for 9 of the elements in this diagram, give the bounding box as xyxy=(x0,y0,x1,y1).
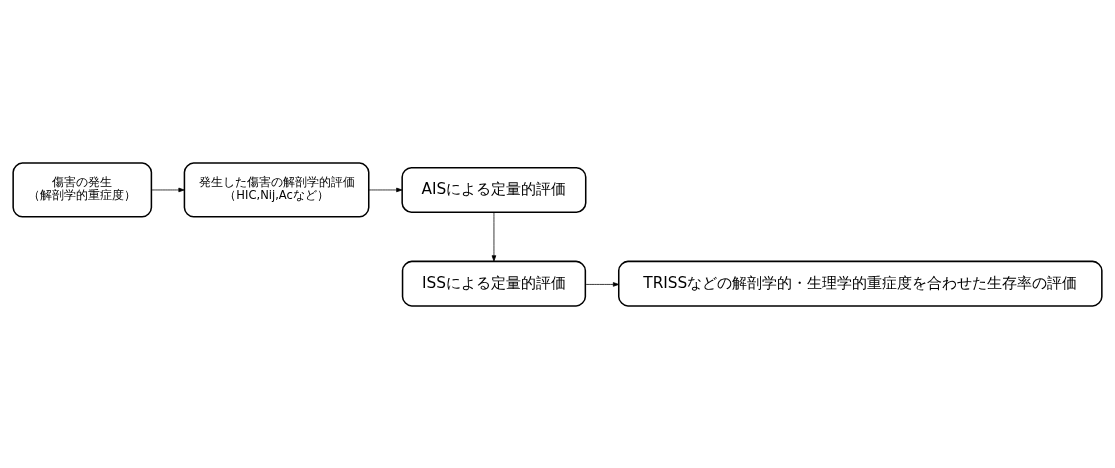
arrow xyxy=(151,187,185,192)
node-box: TRISSなどの解剖学的・生理学的重症度を合わせた生存率の評価 xyxy=(618,260,1103,307)
node-box: ISSによる定量的評価 xyxy=(401,260,587,307)
arrow xyxy=(585,281,620,287)
node-box: AISによる定量的評価 xyxy=(401,166,587,213)
node-box: 傷害の発生 （解剖学的重症度） xyxy=(12,161,153,218)
arrow xyxy=(368,187,403,192)
arrow xyxy=(491,211,497,261)
node-box: 発生した傷害の解剖学的評価 （HIC,Nij,Acなど） xyxy=(183,161,370,218)
